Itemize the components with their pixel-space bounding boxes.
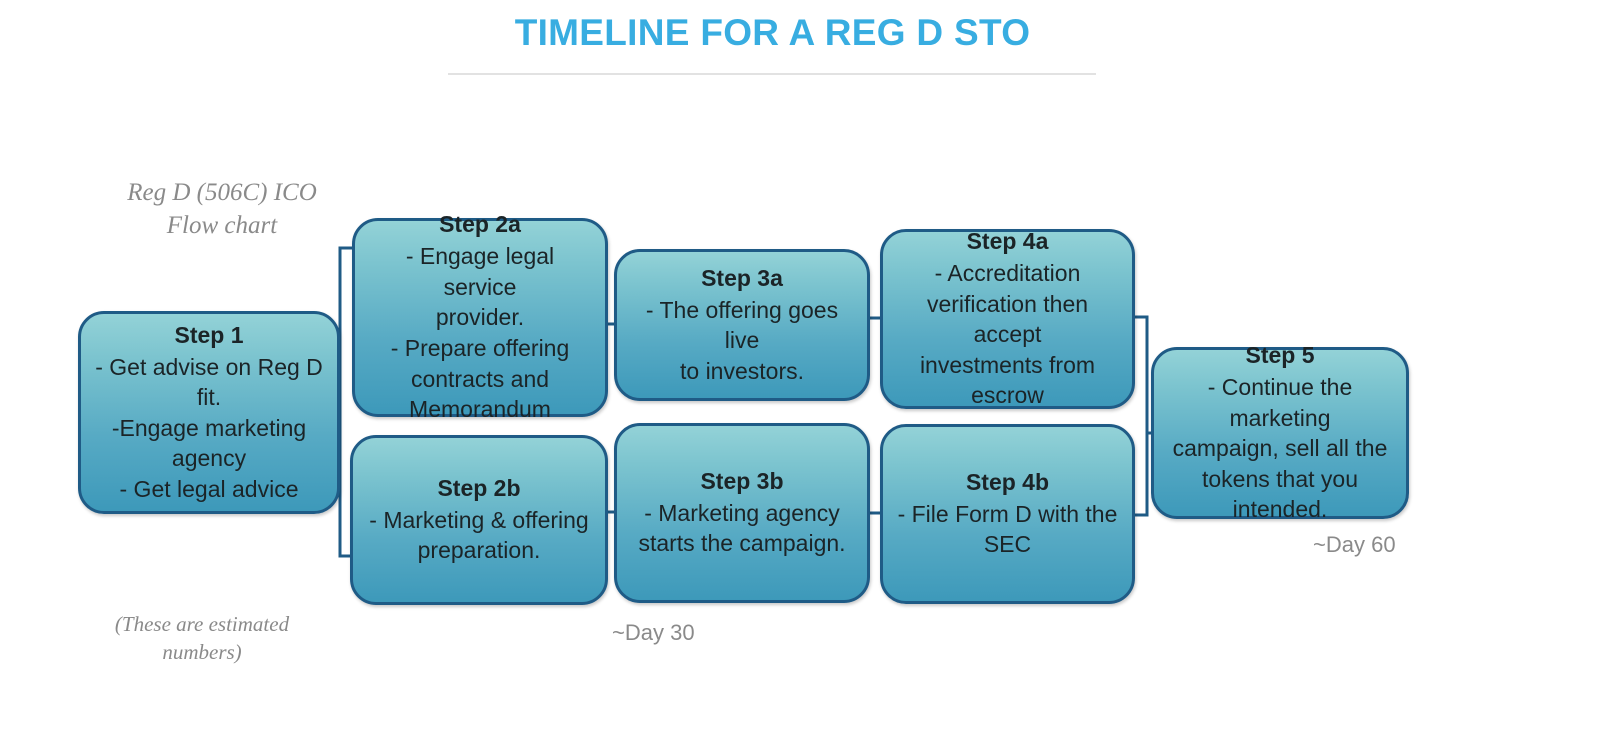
page-header: TIMELINE FOR A REG D STO xyxy=(0,14,1545,51)
timeline-mark-day-30: ~Day 30 xyxy=(612,620,695,645)
flow-node-step3a-title: Step 3a xyxy=(701,264,783,291)
page-title: TIMELINE FOR A REG D STO xyxy=(514,12,1031,53)
flow-node-step5-body: - Continue the marketing campaign, sell … xyxy=(1172,374,1388,523)
estimate-footnote: (These are estimated numbers) xyxy=(114,612,290,664)
flow-node-step2a-body: - Engage legal service provider. - Prepa… xyxy=(390,243,570,423)
flow-node-step1-body: - Get advise on Reg D fit. -Engage marke… xyxy=(95,353,323,502)
flow-chart-label: Reg D (506C) ICO Flow chart xyxy=(127,179,317,239)
flow-node-step5[interactable]: Step 5 - Continue the marketing campaign… xyxy=(1151,342,1409,522)
flow-node-step2b-title: Step 2b xyxy=(437,474,521,501)
flow-node-step3b-body: - Marketing agency starts the campaign. xyxy=(638,499,846,557)
flow-node-step5-title: Step 5 xyxy=(1245,342,1315,369)
flow-node-step2b[interactable]: Step 2b - Marketing & offering preparati… xyxy=(350,435,608,605)
timeline-mark-day-60: ~Day 60 xyxy=(1313,532,1396,557)
flow-node-step4a[interactable]: Step 4a - Accreditation verification the… xyxy=(880,228,1135,409)
flow-node-step3a[interactable]: Step 3a - The offering goes live to inve… xyxy=(614,249,870,401)
flow-node-step3b[interactable]: Step 3b - Marketing agency starts the ca… xyxy=(614,423,870,603)
flow-node-step3a-body: - The offering goes live to investors. xyxy=(645,296,839,384)
flow-node-step1[interactable]: Step 1 - Get advise on Reg D fit. -Engag… xyxy=(78,311,340,514)
flow-node-step4a-body: - Accreditation verification then accept… xyxy=(919,260,1096,409)
flow-node-step2a[interactable]: Step 2a - Engage legal service provider.… xyxy=(352,211,608,422)
flow-node-step4b-title: Step 4b xyxy=(965,468,1050,495)
flow-node-step4b-body: - File Form D with the SEC xyxy=(897,500,1118,558)
flow-node-step1-title: Step 1 xyxy=(174,321,244,348)
flow-node-step4b[interactable]: Step 4b - File Form D with the SEC xyxy=(880,424,1135,604)
flow-node-step2b-body: - Marketing & offering preparation. xyxy=(369,506,589,564)
flow-node-step2a-title: Step 2a xyxy=(439,211,521,238)
title-divider xyxy=(448,73,1096,75)
flow-node-step3b-title: Step 3b xyxy=(700,467,784,494)
flow-node-step4a-title: Step 4a xyxy=(966,228,1049,255)
